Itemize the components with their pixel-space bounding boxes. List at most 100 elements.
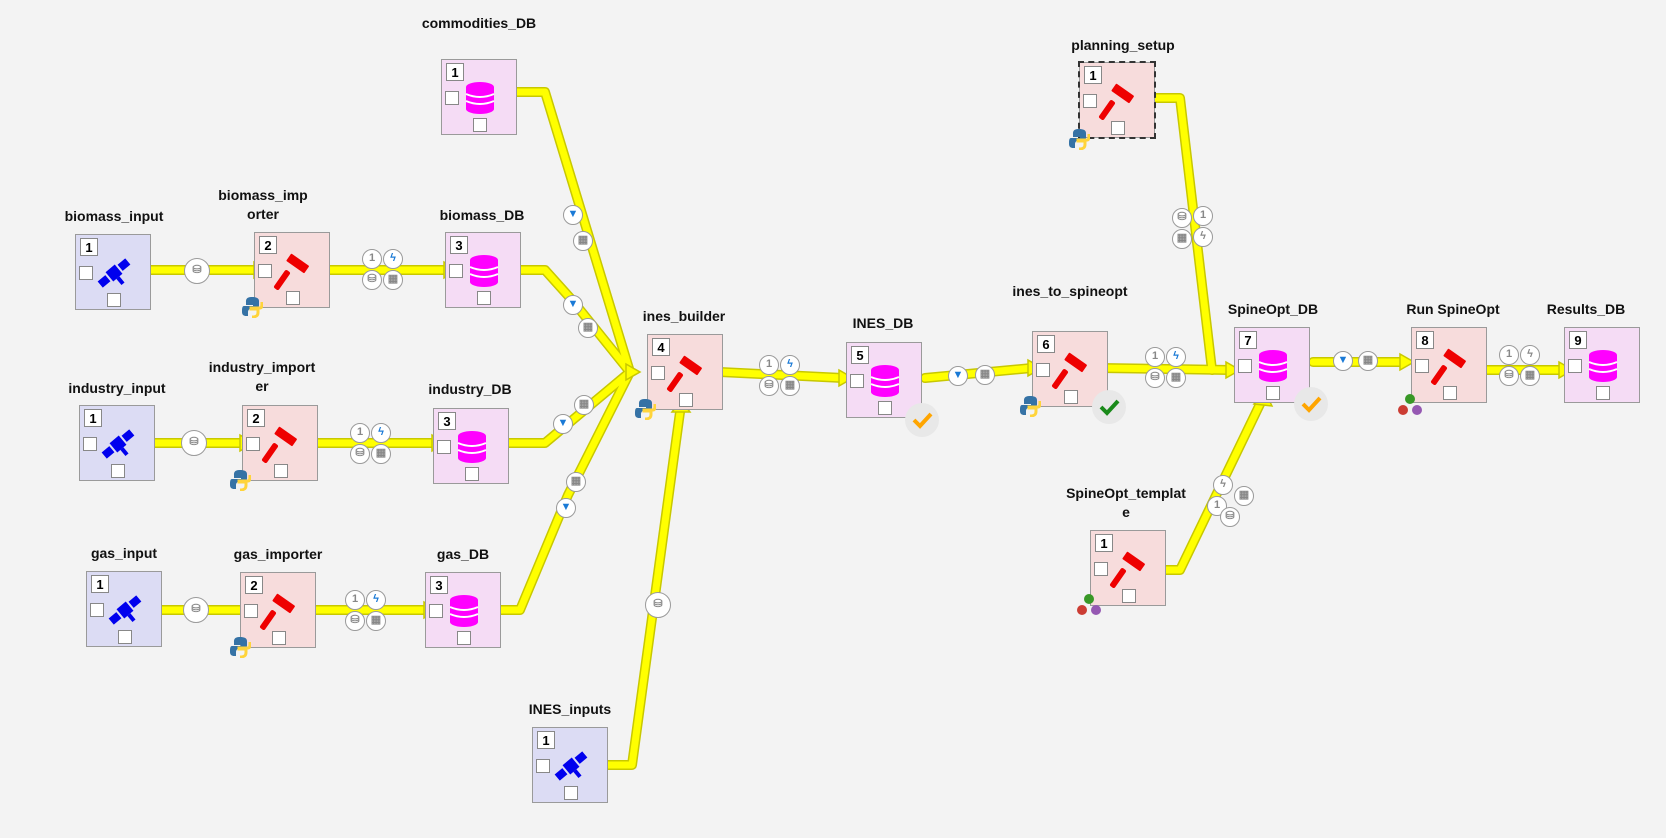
link-dataset-icon[interactable]: ⛁ <box>181 430 207 456</box>
link-dataset-icon[interactable]: ⛁ <box>645 592 671 618</box>
lightning-icon[interactable]: ϟ <box>1520 345 1540 365</box>
data-store-biomass-db[interactable]: 3 <box>445 232 521 308</box>
lightning-icon[interactable]: ϟ <box>371 423 391 443</box>
input-port[interactable] <box>79 266 93 280</box>
data-store-results-db[interactable]: 9 <box>1564 327 1640 403</box>
output-port[interactable] <box>878 401 892 415</box>
output-port[interactable] <box>1122 589 1136 603</box>
filter-icon[interactable]: ▼ <box>556 498 576 518</box>
memory-icon[interactable]: ▦ <box>574 395 594 415</box>
output-port[interactable] <box>564 786 578 800</box>
output-port[interactable] <box>1266 386 1280 400</box>
input-port[interactable] <box>90 603 104 617</box>
tool-run-spineopt[interactable]: 8 <box>1411 327 1487 403</box>
dataset-icon[interactable]: ⛁ <box>345 611 365 631</box>
link-count-badge[interactable]: 1 <box>345 590 365 610</box>
dataset-icon[interactable]: ⛁ <box>362 270 382 290</box>
output-port[interactable] <box>1064 390 1078 404</box>
memory-icon[interactable]: ▦ <box>1172 229 1192 249</box>
data-store-ines-db[interactable]: 5 <box>846 342 922 418</box>
data-connection-industry-input[interactable]: 1 <box>79 405 155 481</box>
input-port[interactable] <box>651 366 665 380</box>
input-port[interactable] <box>536 759 550 773</box>
link-count-badge[interactable]: 1 <box>1193 206 1213 226</box>
memory-icon[interactable]: ▦ <box>566 472 586 492</box>
output-port[interactable] <box>107 293 121 307</box>
filter-icon[interactable]: ▼ <box>563 205 583 225</box>
dataset-icon[interactable]: ⛁ <box>350 444 370 464</box>
memory-icon[interactable]: ▦ <box>780 376 800 396</box>
input-port[interactable] <box>429 604 443 618</box>
input-port[interactable] <box>1415 359 1429 373</box>
input-port[interactable] <box>449 264 463 278</box>
filter-icon[interactable]: ▼ <box>1333 351 1353 371</box>
filter-icon[interactable]: ▼ <box>553 414 573 434</box>
input-port[interactable] <box>1036 363 1050 377</box>
input-port[interactable] <box>1568 359 1582 373</box>
dataset-icon[interactable]: ⛁ <box>1145 368 1165 388</box>
input-port[interactable] <box>850 374 864 388</box>
data-connection-ines-inputs[interactable]: 1 <box>532 727 608 803</box>
tool-spineopt-template[interactable]: 1 <box>1090 530 1166 606</box>
filter-icon[interactable]: ▼ <box>948 366 968 386</box>
data-connection-biomass-input[interactable]: 1 <box>75 234 151 310</box>
link-count-badge[interactable]: 1 <box>350 423 370 443</box>
input-port[interactable] <box>246 437 260 451</box>
memory-icon[interactable]: ▦ <box>1234 486 1254 506</box>
tool-planning-setup[interactable]: 1 <box>1078 61 1156 139</box>
input-port[interactable] <box>1083 94 1097 108</box>
input-port[interactable] <box>258 264 272 278</box>
memory-icon[interactable]: ▦ <box>1166 368 1186 388</box>
dataset-icon[interactable]: ⛁ <box>1499 366 1519 386</box>
lightning-icon[interactable]: ϟ <box>366 590 386 610</box>
link-count-badge[interactable]: 1 <box>1499 345 1519 365</box>
output-port[interactable] <box>679 393 693 407</box>
tool-industry-importer[interactable]: 2 <box>242 405 318 481</box>
output-port[interactable] <box>477 291 491 305</box>
input-port[interactable] <box>244 604 258 618</box>
input-port[interactable] <box>83 437 97 451</box>
output-port[interactable] <box>274 464 288 478</box>
output-port[interactable] <box>272 631 286 645</box>
link-dataset-icon[interactable]: ⛁ <box>184 258 210 284</box>
output-port[interactable] <box>1596 386 1610 400</box>
link-count-badge[interactable]: 1 <box>362 249 382 269</box>
dataset-icon[interactable]: ⛁ <box>1172 208 1192 228</box>
output-port[interactable] <box>1443 386 1457 400</box>
memory-icon[interactable]: ▦ <box>975 365 995 385</box>
data-store-commodities-db[interactable]: 1 <box>441 59 517 135</box>
data-store-spineopt-db[interactable]: 7 <box>1234 327 1310 403</box>
memory-icon[interactable]: ▦ <box>1358 351 1378 371</box>
output-port[interactable] <box>286 291 300 305</box>
output-port[interactable] <box>473 118 487 132</box>
output-port[interactable] <box>457 631 471 645</box>
tool-ines-to-spineopt[interactable]: 6 <box>1032 331 1108 407</box>
data-connection-gas-input[interactable]: 1 <box>86 571 162 647</box>
lightning-icon[interactable]: ϟ <box>780 355 800 375</box>
link-dataset-icon[interactable]: ⛁ <box>183 597 209 623</box>
input-port[interactable] <box>437 440 451 454</box>
dataset-icon[interactable]: ⛁ <box>1220 507 1240 527</box>
memory-icon[interactable]: ▦ <box>383 270 403 290</box>
memory-icon[interactable]: ▦ <box>578 318 598 338</box>
output-port[interactable] <box>465 467 479 481</box>
lightning-icon[interactable]: ϟ <box>1193 227 1213 247</box>
tool-biomass-importer[interactable]: 2 <box>254 232 330 308</box>
memory-icon[interactable]: ▦ <box>371 444 391 464</box>
memory-icon[interactable]: ▦ <box>1520 366 1540 386</box>
input-port[interactable] <box>1238 359 1252 373</box>
data-store-industry-db[interactable]: 3 <box>433 408 509 484</box>
filter-icon[interactable]: ▼ <box>563 295 583 315</box>
lightning-icon[interactable]: ϟ <box>1166 347 1186 367</box>
output-port[interactable] <box>118 630 132 644</box>
tool-ines-builder[interactable]: 4 <box>647 334 723 410</box>
data-store-gas-db[interactable]: 3 <box>425 572 501 648</box>
lightning-icon[interactable]: ϟ <box>1213 475 1233 495</box>
output-port[interactable] <box>1111 121 1125 135</box>
memory-icon[interactable]: ▦ <box>366 611 386 631</box>
tool-gas-importer[interactable]: 2 <box>240 572 316 648</box>
input-port[interactable] <box>1094 562 1108 576</box>
input-port[interactable] <box>445 91 459 105</box>
dataset-icon[interactable]: ⛁ <box>759 376 779 396</box>
lightning-icon[interactable]: ϟ <box>383 249 403 269</box>
